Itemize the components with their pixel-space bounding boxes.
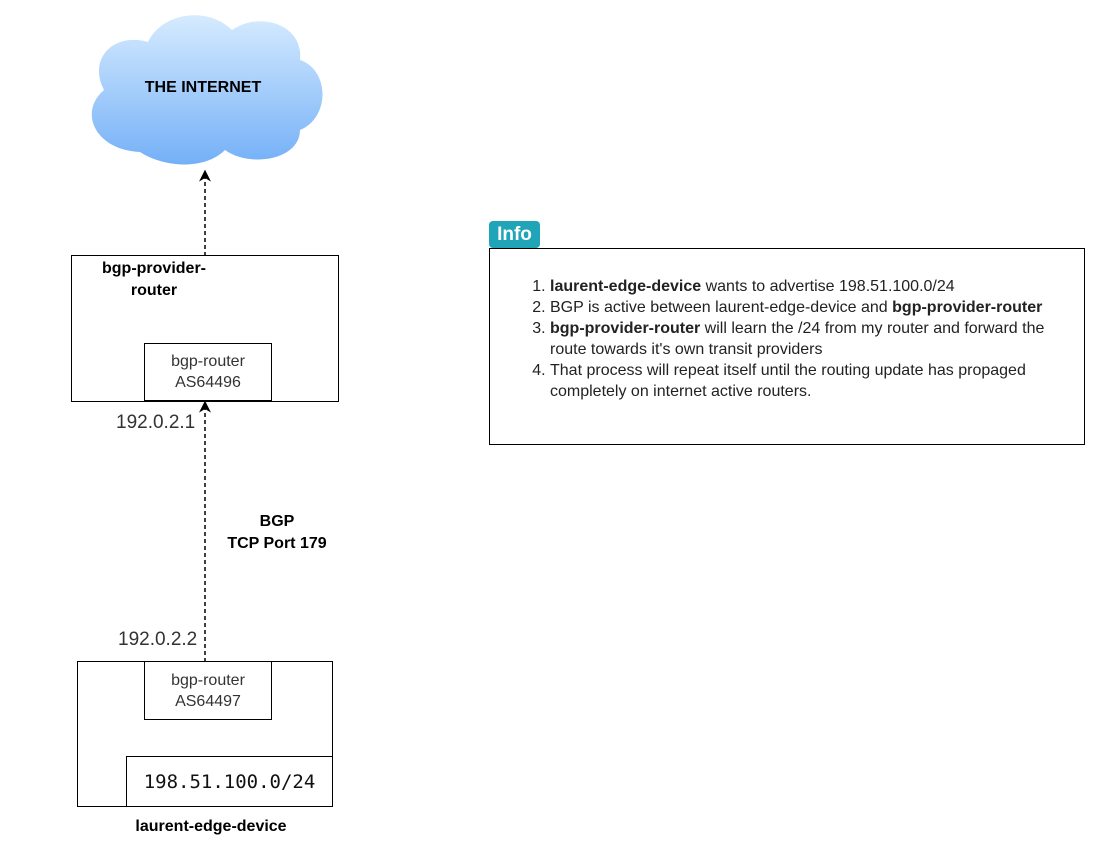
info-item: laurent-edge-device wants to advertise 1…: [550, 276, 1084, 297]
bgp-label-line2: TCP Port 179: [227, 535, 327, 552]
provider-title-line1: bgp-provider-: [102, 260, 206, 277]
provider-router-name: bgp-router: [171, 353, 245, 370]
provider-router-title: bgp-provider- router: [84, 258, 224, 302]
advertised-prefix: 198.51.100.0/24: [126, 756, 333, 807]
info-badge: Info: [489, 221, 540, 248]
edge-router-as: AS64497: [175, 693, 241, 710]
edge-ip-label: 192.0.2.2: [118, 629, 198, 650]
info-item: That process will repeat itself until th…: [550, 360, 1084, 402]
provider-router-as: AS64496: [175, 374, 241, 391]
info-list: laurent-edge-device wants to advertise 1…: [490, 276, 1084, 402]
bgp-label-line1: BGP: [259, 513, 295, 530]
edge-device-label: laurent-edge-device: [135, 818, 287, 835]
info-item: BGP is active between laurent-edge-devic…: [550, 297, 1084, 318]
info-item: bgp-provider-router will learn the /24 f…: [550, 318, 1084, 360]
internet-label: THE INTERNET: [144, 79, 262, 96]
edge-bgp-router: bgp-router AS64497: [144, 661, 272, 720]
bgp-session-label: BGP TCP Port 179: [214, 511, 340, 555]
edge-router-name: bgp-router: [171, 672, 245, 689]
provider-ip-label: 192.0.2.1: [116, 412, 196, 433]
info-panel: laurent-edge-device wants to advertise 1…: [489, 248, 1085, 445]
provider-bgp-router: bgp-router AS64496: [144, 343, 272, 401]
provider-title-line2: router: [130, 282, 178, 299]
internet-cloud-icon: [91, 15, 323, 165]
